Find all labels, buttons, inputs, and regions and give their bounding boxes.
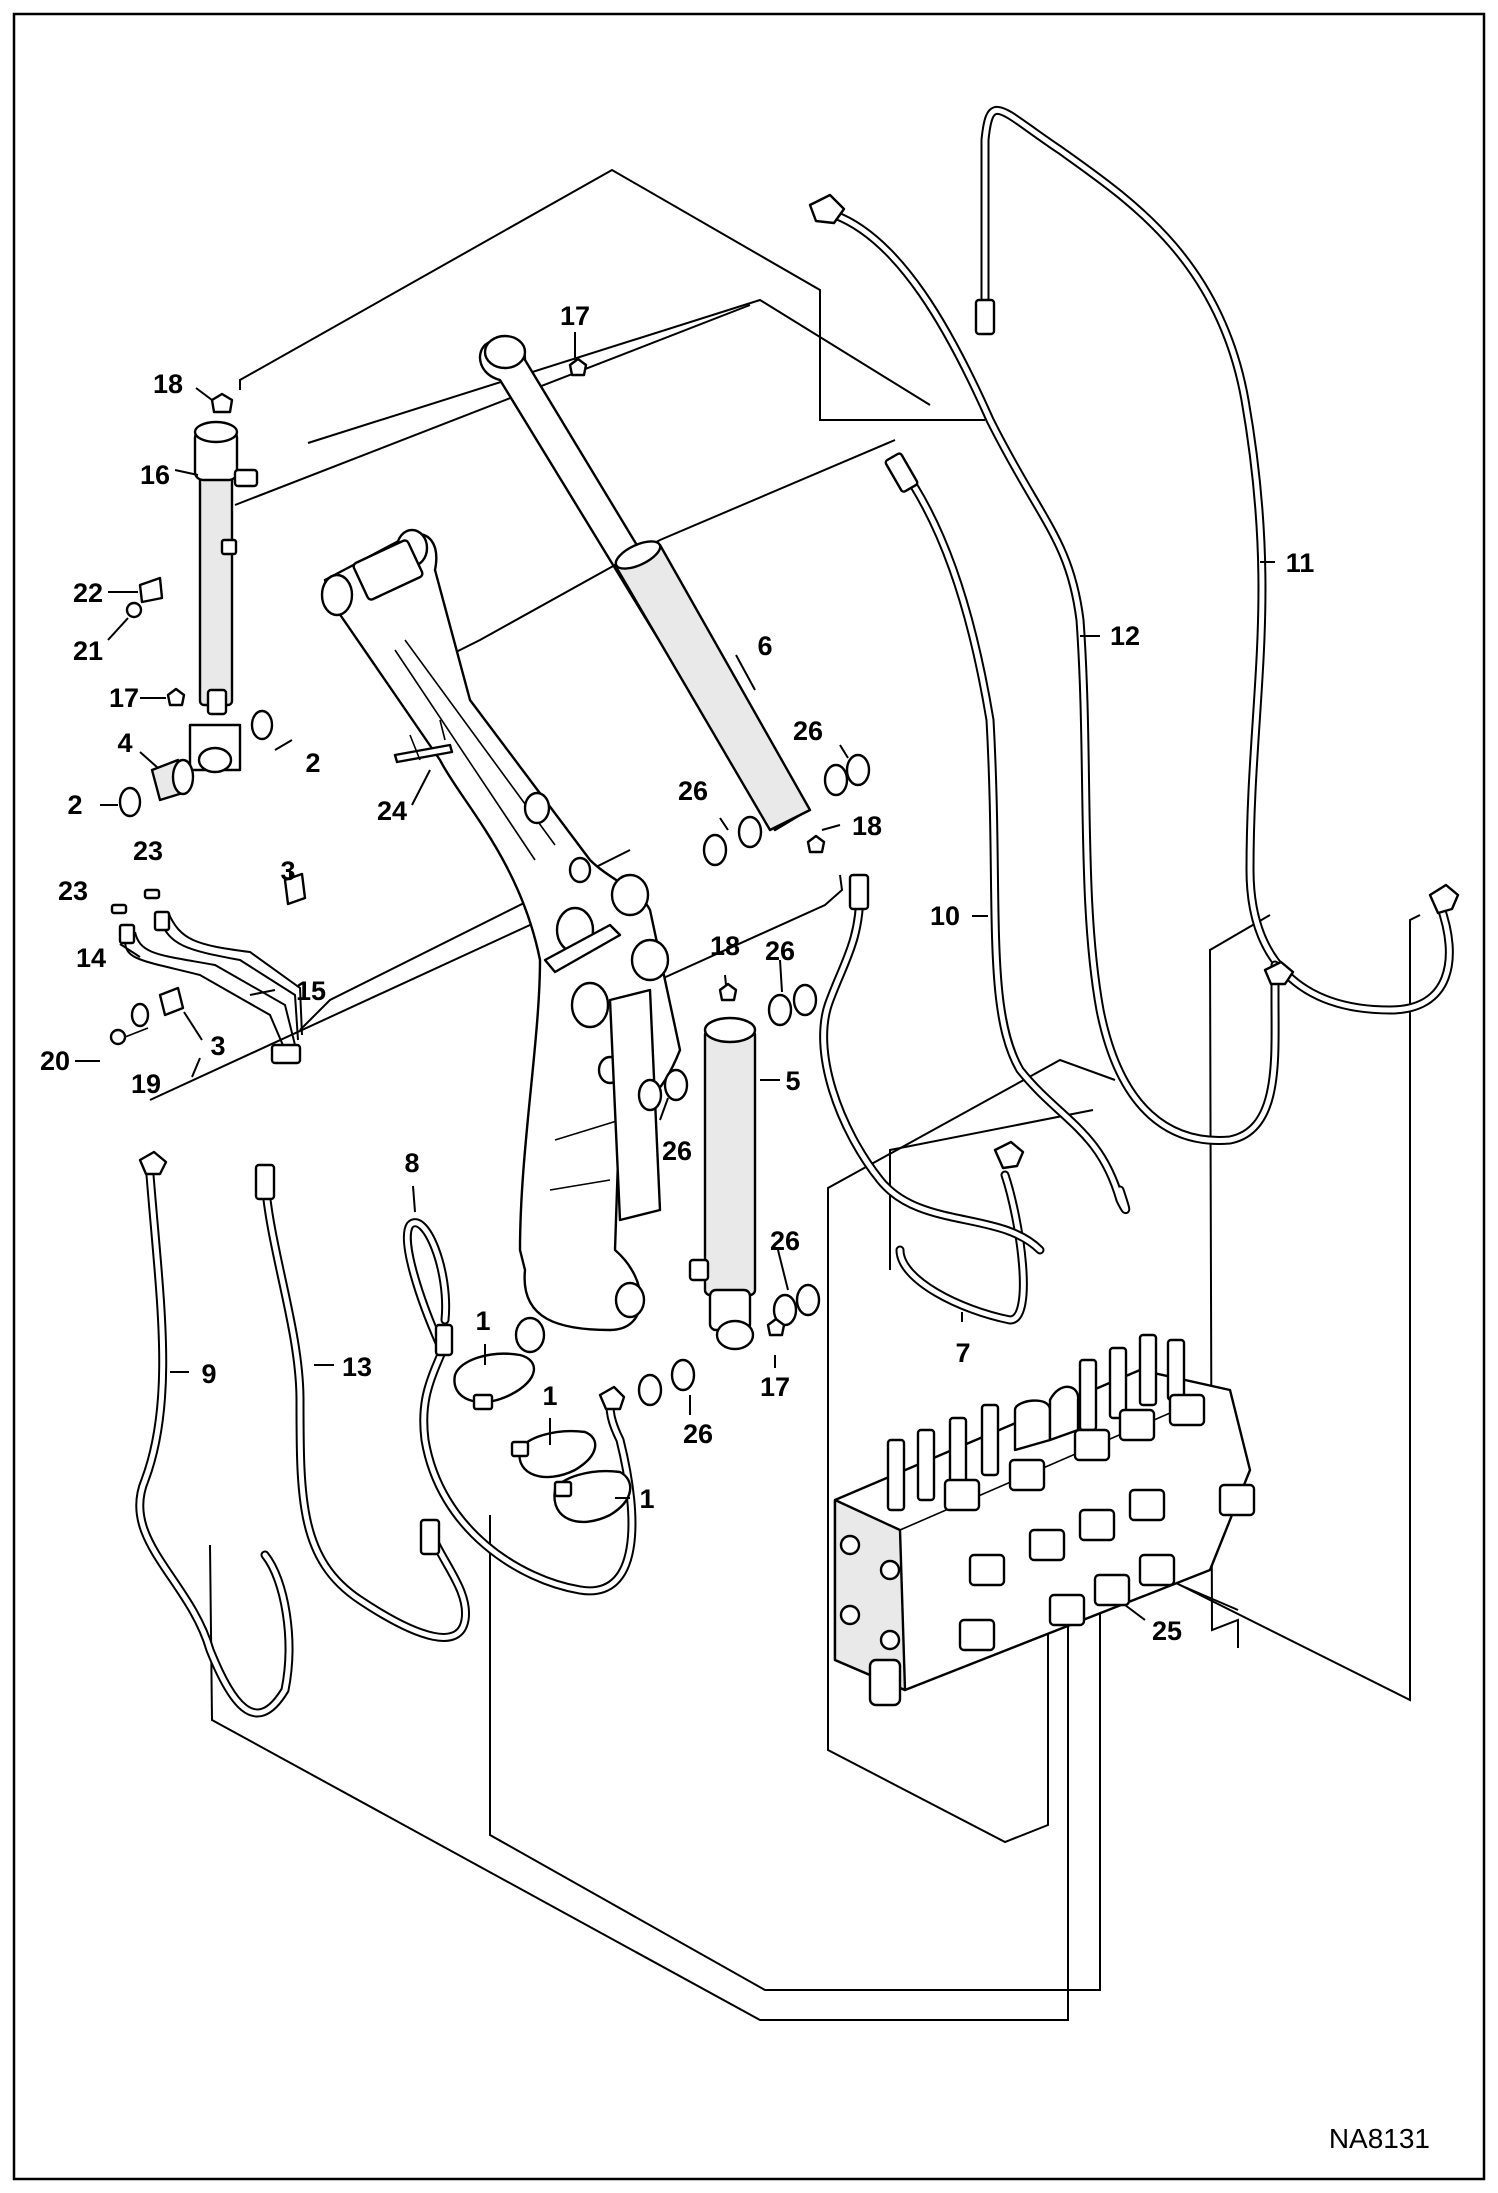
callout-18-mid: 18	[852, 811, 882, 841]
callout-labels: 17 18 16 22 21 17 4 2 2 24 6 26 26 18 23…	[40, 301, 1314, 1646]
boom-arm	[320, 528, 682, 1354]
hose-clamps-1	[453, 1352, 632, 1524]
callout-10: 10	[930, 901, 960, 931]
clips-3	[158, 872, 307, 1017]
callout-16: 16	[140, 460, 170, 490]
callout-24: 24	[377, 796, 407, 826]
valve-hex-fittings	[943, 1393, 1256, 1652]
callout-1-c: 1	[639, 1484, 654, 1514]
hose-7	[895, 1140, 1028, 1325]
callout-2-right: 2	[305, 748, 320, 778]
part-17-fitting-left	[166, 687, 186, 707]
callout-14: 14	[76, 943, 106, 973]
callout-5: 5	[785, 1066, 800, 1096]
washer-2-right	[250, 709, 274, 741]
callout-11: 11	[1286, 548, 1315, 578]
washers-26-lower	[637, 983, 821, 1407]
callout-18-lower: 18	[710, 931, 740, 961]
valve-spools	[886, 1333, 1186, 1512]
callout-25: 25	[1152, 1616, 1182, 1646]
diagram-border	[12, 12, 1486, 2181]
callout-26-a: 26	[793, 716, 823, 746]
callout-2-left: 2	[67, 790, 82, 820]
callout-8: 8	[404, 1148, 419, 1178]
boom-pins	[543, 873, 670, 1029]
callout-15: 15	[296, 976, 326, 1006]
hose-10	[884, 452, 1131, 1215]
cylinder-6	[478, 334, 812, 832]
callout-20: 20	[40, 1046, 70, 1076]
part-17-fitting-lower	[766, 1317, 786, 1337]
callout-23-left: 23	[58, 876, 88, 906]
callout-13: 13	[342, 1352, 372, 1382]
callout-26-c: 26	[765, 936, 795, 966]
bushing-4	[150, 758, 195, 802]
callout-18-upper: 18	[153, 369, 183, 399]
callout-22: 22	[73, 578, 103, 608]
fittings-23	[110, 888, 161, 915]
callout-26-b: 26	[678, 776, 708, 806]
callout-6: 6	[757, 631, 772, 661]
hose-13	[254, 1163, 471, 1642]
callout-7: 7	[955, 1338, 970, 1368]
callout-3-lower: 3	[210, 1031, 225, 1061]
cylinder-16	[188, 420, 259, 774]
control-valve-25	[833, 1333, 1256, 1707]
callout-12: 12	[1110, 621, 1140, 651]
callout-21: 21	[73, 636, 103, 666]
callout-17-lower: 17	[760, 1372, 790, 1402]
callout-17-top: 17	[560, 301, 590, 331]
leader-lines	[75, 332, 1275, 1621]
callout-19: 19	[131, 1069, 161, 1099]
pin-24	[393, 734, 454, 764]
clamp-22	[125, 576, 164, 619]
part-18-fitting-upper	[210, 392, 234, 414]
callout-26-d: 26	[662, 1136, 692, 1166]
part-18-fitting-mid	[806, 834, 826, 854]
part-18-fitting-lower	[718, 982, 738, 1002]
callout-9: 9	[201, 1359, 216, 1389]
figure-code: NA8131	[1329, 2123, 1430, 2154]
washers-26-upper	[702, 753, 871, 867]
callout-23-right: 23	[133, 836, 163, 866]
hose-8	[402, 1218, 637, 1596]
callout-17-left: 17	[109, 683, 139, 713]
bolt-20-washer-19	[109, 1002, 150, 1046]
cylinder-5	[688, 1016, 757, 1351]
callout-4: 4	[117, 728, 132, 758]
callout-1-a: 1	[475, 1306, 490, 1336]
hose-11	[974, 106, 1460, 1015]
hose-12	[808, 193, 1295, 1145]
callout-3-upper: 3	[280, 856, 295, 886]
callout-1-b: 1	[542, 1381, 557, 1411]
callout-26-f: 26	[683, 1419, 713, 1449]
washer-2-left	[118, 786, 142, 818]
callout-26-e: 26	[770, 1226, 800, 1256]
hose-9	[135, 1150, 294, 1718]
hose-18-lower	[819, 873, 1045, 1255]
part-17-fitting-top	[568, 357, 588, 377]
